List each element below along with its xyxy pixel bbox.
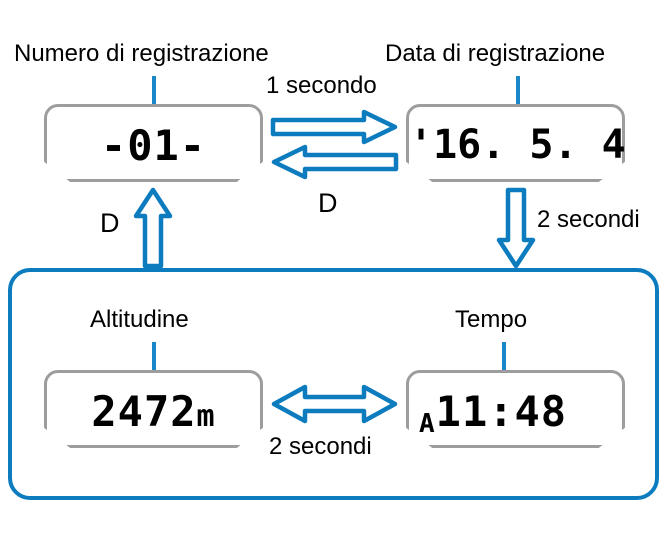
arrow-down-icon [496, 187, 536, 269]
arrow-bidirectional-icon [271, 384, 398, 424]
record-number-label: Numero di registrazione [14, 40, 269, 67]
button-d-left[interactable]: D [100, 208, 120, 238]
altitude-label: Altitudine [90, 306, 189, 333]
button-d-middle[interactable]: D [318, 188, 338, 218]
arrow-left-icon [271, 144, 399, 180]
time-display: A11:48 [406, 370, 625, 448]
time-ampm-indicator: A [419, 409, 436, 439]
display-mode-group [8, 268, 659, 500]
time-leader-line [502, 342, 506, 380]
record-date-display: '16. 5. 4 [406, 104, 625, 182]
record-date-leader-line [516, 76, 520, 114]
altitude-value-row: 2472m [47, 391, 260, 433]
time-value: 11:48 [435, 387, 568, 436]
two-seconds-label-top: 2 secondi [537, 206, 640, 233]
altitude-unit: m [196, 399, 216, 434]
record-date-label: Data di registrazione [385, 40, 606, 67]
arrow-right-icon [270, 109, 398, 145]
record-number-value: -01- [100, 121, 207, 170]
altitude-display: 2472m [44, 370, 263, 448]
time-value-row: A11:48 [419, 391, 567, 438]
arrow-up-icon [133, 187, 173, 269]
record-number-display: -01- [44, 104, 263, 182]
two-seconds-label-bottom: 2 secondi [269, 433, 372, 460]
time-label: Tempo [455, 306, 528, 333]
record-date-value: '16. 5. 4 [409, 122, 626, 168]
record-number-leader-line [152, 76, 156, 114]
altitude-value: 2472 [91, 387, 197, 436]
one-second-label: 1 secondo [266, 72, 377, 99]
altitude-leader-line [152, 342, 156, 380]
